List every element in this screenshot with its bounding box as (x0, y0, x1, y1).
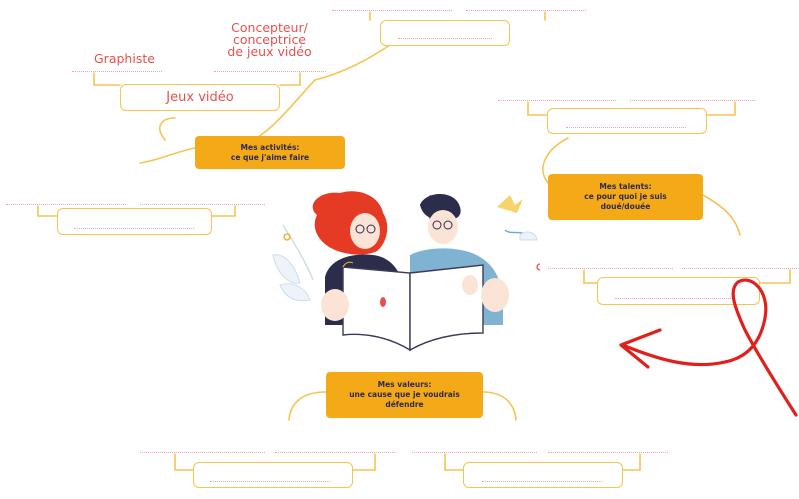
small-circle-icon (283, 233, 291, 241)
empty-answer-box (380, 20, 510, 46)
dotted-line (140, 204, 265, 205)
face-icon (428, 210, 458, 244)
leaf-icon (272, 254, 301, 284)
hand-icon (481, 278, 509, 312)
empty-answer-box (193, 462, 353, 488)
annotation-loop (623, 278, 798, 417)
glasses-icon (443, 220, 453, 230)
dotted-line (466, 10, 586, 11)
dotted-line (548, 268, 673, 269)
node-title: Mes activités: (240, 142, 300, 152)
empty-answer-box (463, 462, 623, 488)
example-concepteur: Concepteur/ conceptrice de jeux vidéo (217, 20, 322, 59)
dotted-line (412, 452, 537, 453)
node-subtitle: doué/douée (600, 202, 651, 211)
example-concepteur-line-3: de jeux vidéo (227, 44, 312, 59)
node-title: Mes valeurs: (377, 380, 432, 389)
glasses-icon (432, 220, 442, 230)
leaf-icon (279, 283, 311, 302)
dotted-line (72, 71, 162, 72)
node-subtitle: défendre (385, 400, 424, 409)
dotted-line (140, 452, 265, 453)
dotted-line (548, 452, 668, 453)
nail-icon (380, 297, 386, 307)
face-icon (350, 213, 380, 249)
hand-icon (462, 275, 478, 295)
node-mes-activites: Mes activités: ce que j'aime faire (195, 136, 345, 169)
node-mes-valeurs: Mes valeurs: une cause que je voudrais d… (326, 372, 483, 418)
node-title: Mes talents: (599, 182, 652, 191)
dotted-line (566, 127, 686, 128)
dotted-line (398, 38, 492, 39)
node-subtitle: ce pour quoi je suis (584, 192, 667, 201)
dotted-line (6, 204, 126, 205)
dotted-line (332, 10, 452, 11)
dotted-line (74, 228, 194, 229)
dotted-line (498, 100, 616, 101)
node-mes-talents: Mes talents: ce pour quoi je suis doué/d… (548, 174, 703, 220)
cloud-icon (519, 231, 538, 241)
example-jeux-video: Jeux vidéo (166, 90, 234, 105)
glasses-icon (366, 224, 376, 234)
dotted-line (210, 481, 330, 482)
dotted-line (482, 481, 602, 482)
small-circle-icon (536, 263, 540, 271)
dotted-line (275, 452, 395, 453)
empty-answer-box (547, 108, 707, 134)
hand-icon (321, 289, 349, 321)
annotation-arrowhead (619, 328, 662, 369)
dotted-line (615, 298, 735, 299)
bird-icon (497, 195, 523, 213)
example-concepteur-line-2: conceptrice (232, 32, 307, 47)
empty-answer-box (57, 208, 212, 235)
glasses-icon (355, 224, 365, 234)
plant-stem-icon (282, 224, 314, 281)
node-subtitle: ce que j'aime faire (230, 152, 310, 162)
jeux-video-box: Jeux vidéo (120, 84, 280, 111)
two-people-reading-open-book-icon (272, 191, 540, 352)
example-concepteur-line-1: Concepteur/ (231, 20, 308, 35)
dotted-line (214, 71, 326, 72)
dotted-line (630, 100, 755, 101)
dotted-line (682, 268, 797, 269)
book-edge-icon (342, 261, 354, 268)
node-subtitle: une cause que je voudrais (349, 390, 460, 399)
example-graphiste: Graphiste (94, 51, 155, 66)
